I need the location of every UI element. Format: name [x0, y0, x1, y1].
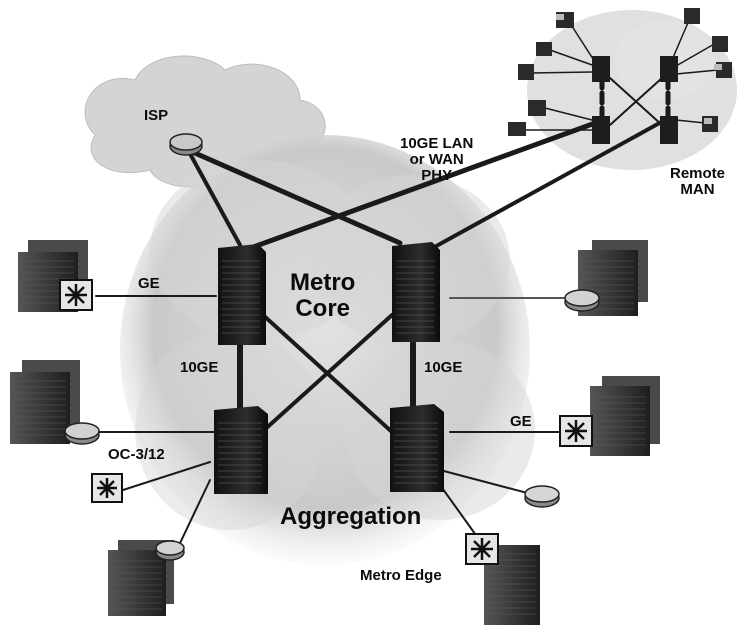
- aggregation-switch-right: [390, 404, 444, 492]
- metro-core-line-2: Core: [295, 294, 351, 322]
- link-isp-core-left: [186, 148, 242, 247]
- link-core-right-agg-left: [260, 313, 394, 434]
- optical-switch-icon: [592, 56, 678, 144]
- router-icon: [169, 133, 203, 156]
- link-agg-right-edge: [439, 484, 479, 539]
- metro-core-switch-right: [392, 242, 440, 342]
- wan-phy-line-2: or WAN: [409, 151, 464, 169]
- ten-ge-right-label: 10GE: [424, 359, 463, 376]
- multilayer-switch-icon: [91, 473, 123, 503]
- ge-left-label: GE: [138, 275, 160, 292]
- isp-label: ISP: [144, 107, 169, 124]
- server-stack-icon: [590, 376, 660, 456]
- wan-phy-line-3: PHY: [421, 167, 453, 185]
- link-isp-core-right: [185, 147, 403, 246]
- remote-man-label: Remote MAN: [670, 165, 726, 199]
- link-wan-core-right: [418, 118, 667, 257]
- aggregation-switch-left: [214, 406, 268, 494]
- metro-core-switch-left: [218, 244, 266, 345]
- router-icon: [64, 422, 100, 445]
- remote-man-line-1: Remote: [670, 165, 726, 182]
- metro-core-label: Metro Core: [290, 270, 355, 322]
- metro-core-cloud: [120, 135, 535, 565]
- remote-man-line-2: MAN: [680, 181, 715, 199]
- oc-label: OC-3/12: [108, 446, 165, 463]
- metro-core-line-1: Metro: [290, 269, 356, 296]
- router-icon: [564, 289, 600, 312]
- links: [95, 17, 719, 561]
- aggregation-label: Aggregation: [280, 503, 422, 530]
- router-icon: [524, 485, 560, 508]
- link-agg-right-router: [439, 469, 536, 496]
- ge-right-label: GE: [510, 413, 532, 430]
- metro-edge-label: Metro Edge: [360, 567, 442, 584]
- router-icon: [155, 540, 185, 561]
- multilayer-switch-icon: [465, 533, 499, 565]
- multilayer-switch-icon: [59, 279, 93, 311]
- ten-ge-left-label: 10GE: [180, 359, 219, 376]
- multilayer-switch-icon: [559, 415, 593, 447]
- server-stack-icon: [10, 360, 80, 444]
- wan-phy-line-1: 10GE LAN: [400, 135, 474, 152]
- remote-devices: [508, 8, 732, 136]
- link-wan-core-left: [242, 119, 601, 253]
- wan-phy-label: 10GE LAN or WAN PHY: [400, 135, 474, 185]
- link-agg-left-switch: [122, 461, 211, 491]
- remote-man-cloud: [527, 10, 737, 170]
